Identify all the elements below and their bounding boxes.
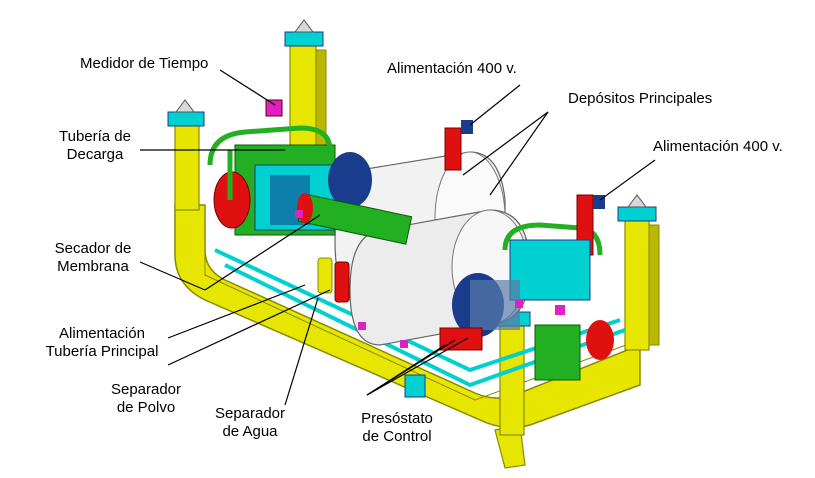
power-feed-left: [444, 120, 473, 171]
label-tuberia-de-descarga: Tubería de Decarga: [59, 128, 131, 163]
label-secador-de-membrana: Secador de Membrana: [54, 240, 132, 275]
discharge-pipe: [207, 125, 603, 256]
label-separador-de-agua: Separador de Agua: [214, 405, 286, 440]
label-separador-de-polvo: Separador de Polvo: [110, 381, 182, 416]
timer-device: [265, 99, 283, 117]
left-compressor: [213, 144, 413, 245]
dust-separator: [334, 261, 350, 303]
right-compressor: [452, 239, 614, 381]
label-alimentacion-tuberia-principal: Alimentación Tubería Principal: [45, 325, 159, 360]
leader-lines: [139, 69, 656, 406]
label-depositos-principales: Depósitos Principales: [568, 90, 713, 107]
label-alimentacion-400v-right: Alimentación 400 v.: [653, 138, 783, 155]
pressostat-group: [404, 327, 483, 398]
water-separator: [317, 257, 333, 294]
fittings: [295, 210, 565, 348]
label-medidor-de-tiempo: Medidor de Tiempo: [80, 55, 209, 72]
label-alimentacion-400v-left: Alimentación 400 v.: [387, 60, 517, 77]
label-presostato-de-control: Presóstato de Control: [361, 410, 433, 445]
